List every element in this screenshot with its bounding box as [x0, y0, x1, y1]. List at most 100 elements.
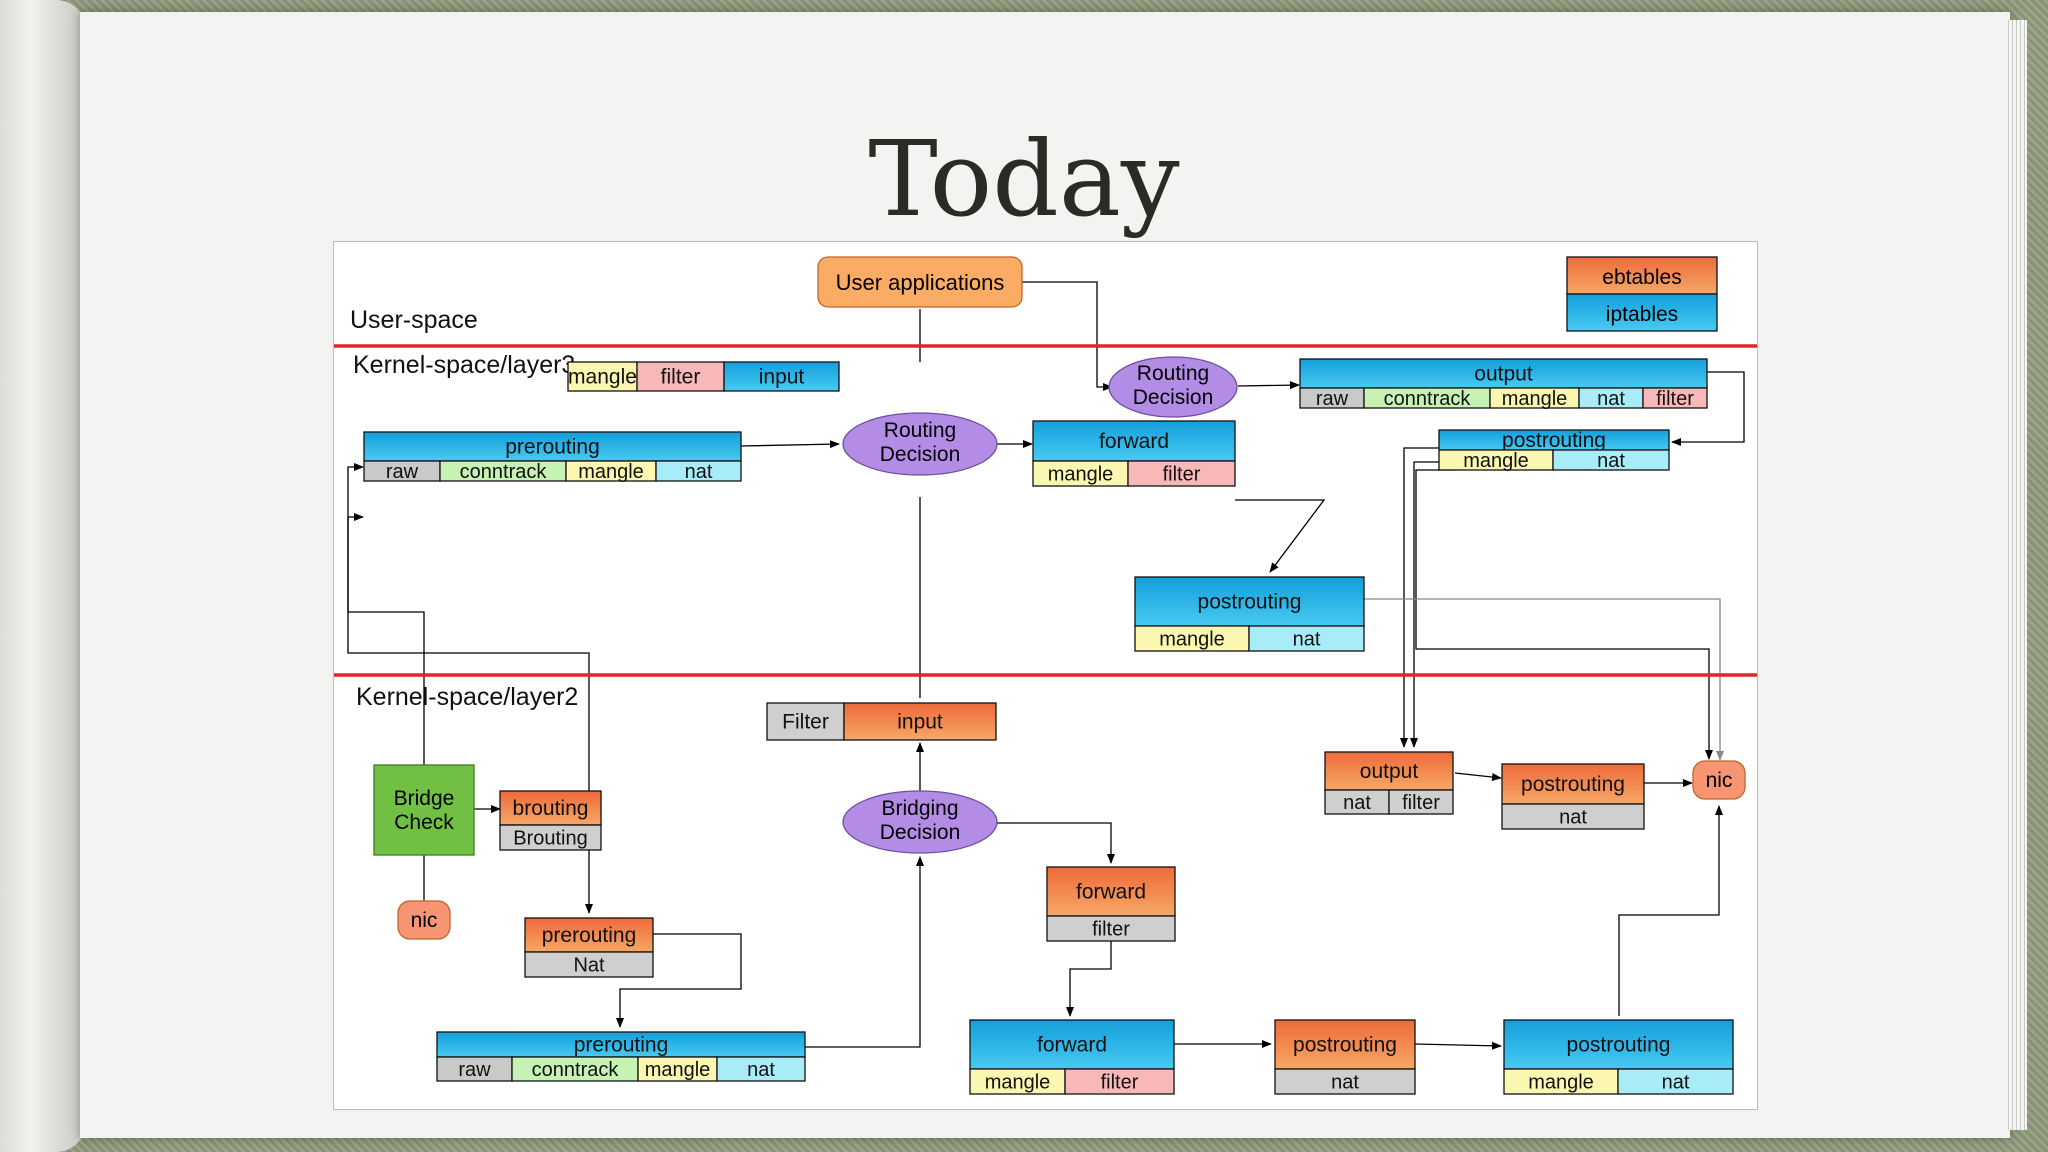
- l2-brouting-cell-0: [499, 824, 602, 851]
- l3-prerouting-cell-label-0: raw: [386, 461, 419, 483]
- l3-output-cell-label-3: nat: [1597, 388, 1625, 410]
- l2-ipt-prerouting-cell-0: [436, 1056, 513, 1082]
- l2-input-title-box: [843, 702, 997, 741]
- l2-post-ipt-cell-0: [1503, 1068, 1619, 1095]
- edge-postmid-nic: [1364, 598, 1724, 761]
- l2-brouting-title: brouting: [513, 797, 589, 820]
- slide-title: Today: [868, 118, 1180, 240]
- edge-iptprerouting-bridging: [805, 856, 924, 1048]
- l2-prerouting-cell-label-0: Nat: [573, 955, 605, 977]
- l2-post-ipt-cell-label-1: nat: [1662, 1072, 1690, 1094]
- edge-l2output-ebpost: [1454, 772, 1502, 782]
- edge-routing-output: [1237, 381, 1300, 390]
- l3-input-title: input: [759, 366, 805, 389]
- l2-brouting-title-box: [499, 790, 602, 826]
- l3-post-mid-cell-label-1: nat: [1293, 629, 1321, 651]
- edge-posttop-nic: [1415, 469, 1713, 760]
- l2-post-eb-right-cell-0: [1501, 803, 1645, 830]
- l3-output-cell-4: [1642, 387, 1708, 409]
- l2-ipt-prerouting-title-box: [436, 1031, 806, 1058]
- l3-forward-cell-0: [1032, 460, 1129, 487]
- edge-iptpost-nic: [1618, 805, 1723, 1016]
- l3-post-top-cell-label-1: nat: [1597, 450, 1625, 472]
- edge-bridging-forward: [995, 822, 1115, 864]
- l2-forward-eb-cell-label-0: filter: [1092, 919, 1130, 941]
- l3-output-cell-label-1: conntrack: [1384, 388, 1472, 410]
- l2-post-eb-right-cell-label-0: nat: [1559, 807, 1587, 829]
- l3-input-cell-label-1: filter: [661, 366, 701, 389]
- nic-right: [1692, 760, 1746, 800]
- l2-ipt-prerouting-cell-3: [716, 1056, 806, 1082]
- l3-output-cell-label-4: filter: [1656, 388, 1694, 410]
- user-applications-label: User applications: [836, 270, 1005, 295]
- l2-post-eb-title: postrouting: [1293, 1034, 1397, 1057]
- l2-ipt-prerouting-cell-label-2: mangle: [645, 1059, 711, 1081]
- l3-output-cell-label-0: raw: [1316, 388, 1349, 410]
- l3-prerouting-cell-label-3: nat: [685, 461, 713, 483]
- l3-forward-title-box: [1032, 420, 1236, 462]
- l3-output-cell-label-2: mangle: [1502, 388, 1568, 410]
- legend-iptables: iptables: [1606, 303, 1678, 326]
- l2-prerouting-title-box: [524, 917, 654, 953]
- l2-output-eb-title: output: [1360, 760, 1419, 783]
- l2-forward-eb-title-box: [1046, 866, 1176, 917]
- l2-post-eb-right-title: postrouting: [1521, 773, 1625, 796]
- l3-prerouting-cell-3: [655, 460, 742, 482]
- l3-input-cell-label-0: mangle: [568, 366, 637, 389]
- l2-forward-ipt-cell-0: [969, 1068, 1066, 1095]
- l2-post-eb-cell-0: [1274, 1068, 1416, 1095]
- l2-ipt-prerouting-cell-label-1: conntrack: [532, 1059, 620, 1081]
- nic-left: [397, 900, 451, 940]
- book-spine: [0, 0, 86, 1152]
- l2-ipt-prerouting-cell-label-0: raw: [458, 1059, 491, 1081]
- edge-brouting-prerouting: [347, 513, 590, 791]
- edge-posttop-l2output: [1400, 447, 1439, 748]
- l2-input-title: input: [897, 711, 943, 734]
- l2-input-cell-label-0: Filter: [782, 711, 829, 734]
- l2-post-eb-right-title-box: [1501, 763, 1645, 805]
- edge-output-posttop: [1671, 371, 1745, 446]
- l2-input-cell-0: [766, 702, 845, 741]
- l3-prerouting-cell-label-1: conntrack: [460, 461, 548, 483]
- l2-post-eb-cell-label-0: nat: [1331, 1072, 1359, 1094]
- l2-post-ipt-title-box: [1503, 1019, 1734, 1070]
- l2-post-ipt-title: postrouting: [1567, 1034, 1671, 1057]
- edge-forward-postmid: [1235, 499, 1326, 573]
- l3-forward-cell-label-1: filter: [1163, 464, 1201, 486]
- region-user-space: User-space: [350, 306, 478, 334]
- l3-input-title-box: [723, 361, 840, 392]
- l3-forward-cell-1: [1127, 460, 1236, 487]
- l3-output-title-box: [1299, 358, 1708, 389]
- l2-forward-ipt-cell-1: [1064, 1068, 1175, 1095]
- l2-output-eb-cell-label-1: filter: [1402, 792, 1440, 814]
- user-applications-node: [817, 256, 1023, 308]
- region-kernel-layer2: Kernel-space/layer2: [356, 683, 578, 711]
- bridge-check-node: [373, 764, 475, 856]
- l3-output-title: output: [1474, 363, 1533, 386]
- l2-forward-ipt-title-box: [969, 1019, 1175, 1070]
- edge-prerouting-routing: [740, 440, 840, 449]
- l2-ipt-prerouting-cell-2: [637, 1056, 718, 1082]
- l2-brouting-cell-label-0: Brouting: [513, 828, 588, 850]
- l3-post-mid-title: postrouting: [1198, 591, 1302, 614]
- l3-post-top-cell-label-0: mangle: [1463, 450, 1529, 472]
- edge-bridgecheck-prerouting: [347, 463, 425, 765]
- l2-forward-ipt-cell-label-0: mangle: [985, 1072, 1051, 1094]
- l2-output-eb-cell-1: [1388, 789, 1454, 815]
- l3-post-mid-cell-label-0: mangle: [1159, 629, 1225, 651]
- page-edge: [2005, 20, 2027, 1130]
- l3-post-top-cell-1: [1552, 449, 1670, 471]
- l3-forward-title: forward: [1099, 430, 1169, 453]
- l3-prerouting-title: prerouting: [505, 436, 600, 459]
- nic-left-label: nic: [411, 909, 438, 932]
- l3-post-mid-title-box: [1134, 576, 1365, 627]
- l3-prerouting-cell-label-2: mangle: [578, 461, 644, 483]
- l2-output-eb-title-box: [1324, 751, 1454, 791]
- l2-post-eb-title-box: [1274, 1019, 1416, 1070]
